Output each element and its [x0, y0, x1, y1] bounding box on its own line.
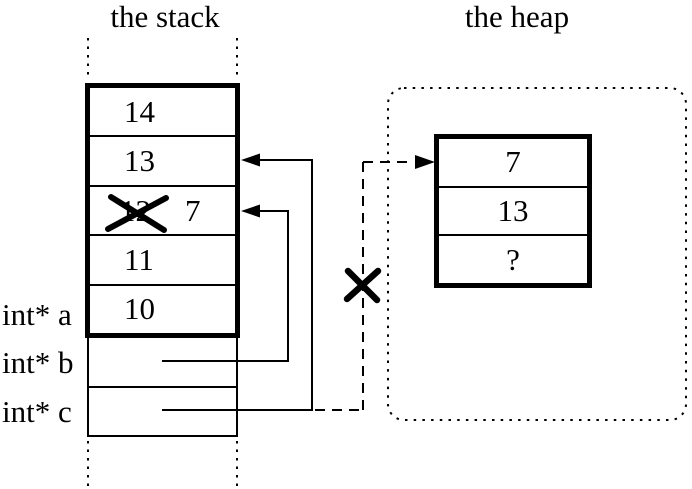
- stack-cell-14: 14: [90, 88, 235, 138]
- heap-cell-value: 13: [497, 193, 529, 228]
- stack-cell-11: 11: [90, 236, 235, 286]
- x-mark-icon-dangling-pointer: [343, 267, 382, 304]
- pointer-cell-c: [89, 388, 236, 436]
- stack-cell-overwritten: 12 7: [90, 187, 235, 237]
- stack-title: the stack: [110, 0, 220, 34]
- stack-box: 14 13 12 7 11 10: [85, 83, 240, 338]
- heap-title: the heap: [464, 0, 570, 34]
- arrowhead-icon: [415, 155, 435, 169]
- stack-cell-value: 13: [124, 143, 155, 179]
- pointer-cell-b: [89, 338, 236, 388]
- arrowhead-icon: [241, 204, 260, 218]
- stack-cell-value: 14: [124, 93, 155, 129]
- label-int-a: int* a: [2, 297, 72, 332]
- heap-cell-7: 7: [439, 139, 587, 188]
- arrowhead-icon: [241, 153, 260, 167]
- stack-cell-13: 13: [90, 137, 235, 187]
- stack-cell-new-value: 7: [185, 192, 201, 228]
- heap-box: 7 13 ?: [434, 134, 592, 288]
- pointer-cells: [87, 338, 238, 437]
- heap-cell-unknown: ?: [439, 236, 587, 283]
- stack-cell-value: 10: [124, 291, 155, 327]
- heap-cell-13: 13: [439, 188, 587, 237]
- label-int-b: int* b: [2, 345, 74, 380]
- stack-cell-10: 10: [90, 286, 235, 333]
- heap-cell-value: 7: [505, 144, 521, 180]
- label-int-c: int* c: [2, 394, 72, 429]
- heap-cell-value: ?: [506, 241, 520, 277]
- dangling-pointer-dashed-arrow: [315, 155, 435, 411]
- stack-cell-old-value: 12: [120, 192, 151, 228]
- stack-cell-value: 11: [124, 241, 154, 277]
